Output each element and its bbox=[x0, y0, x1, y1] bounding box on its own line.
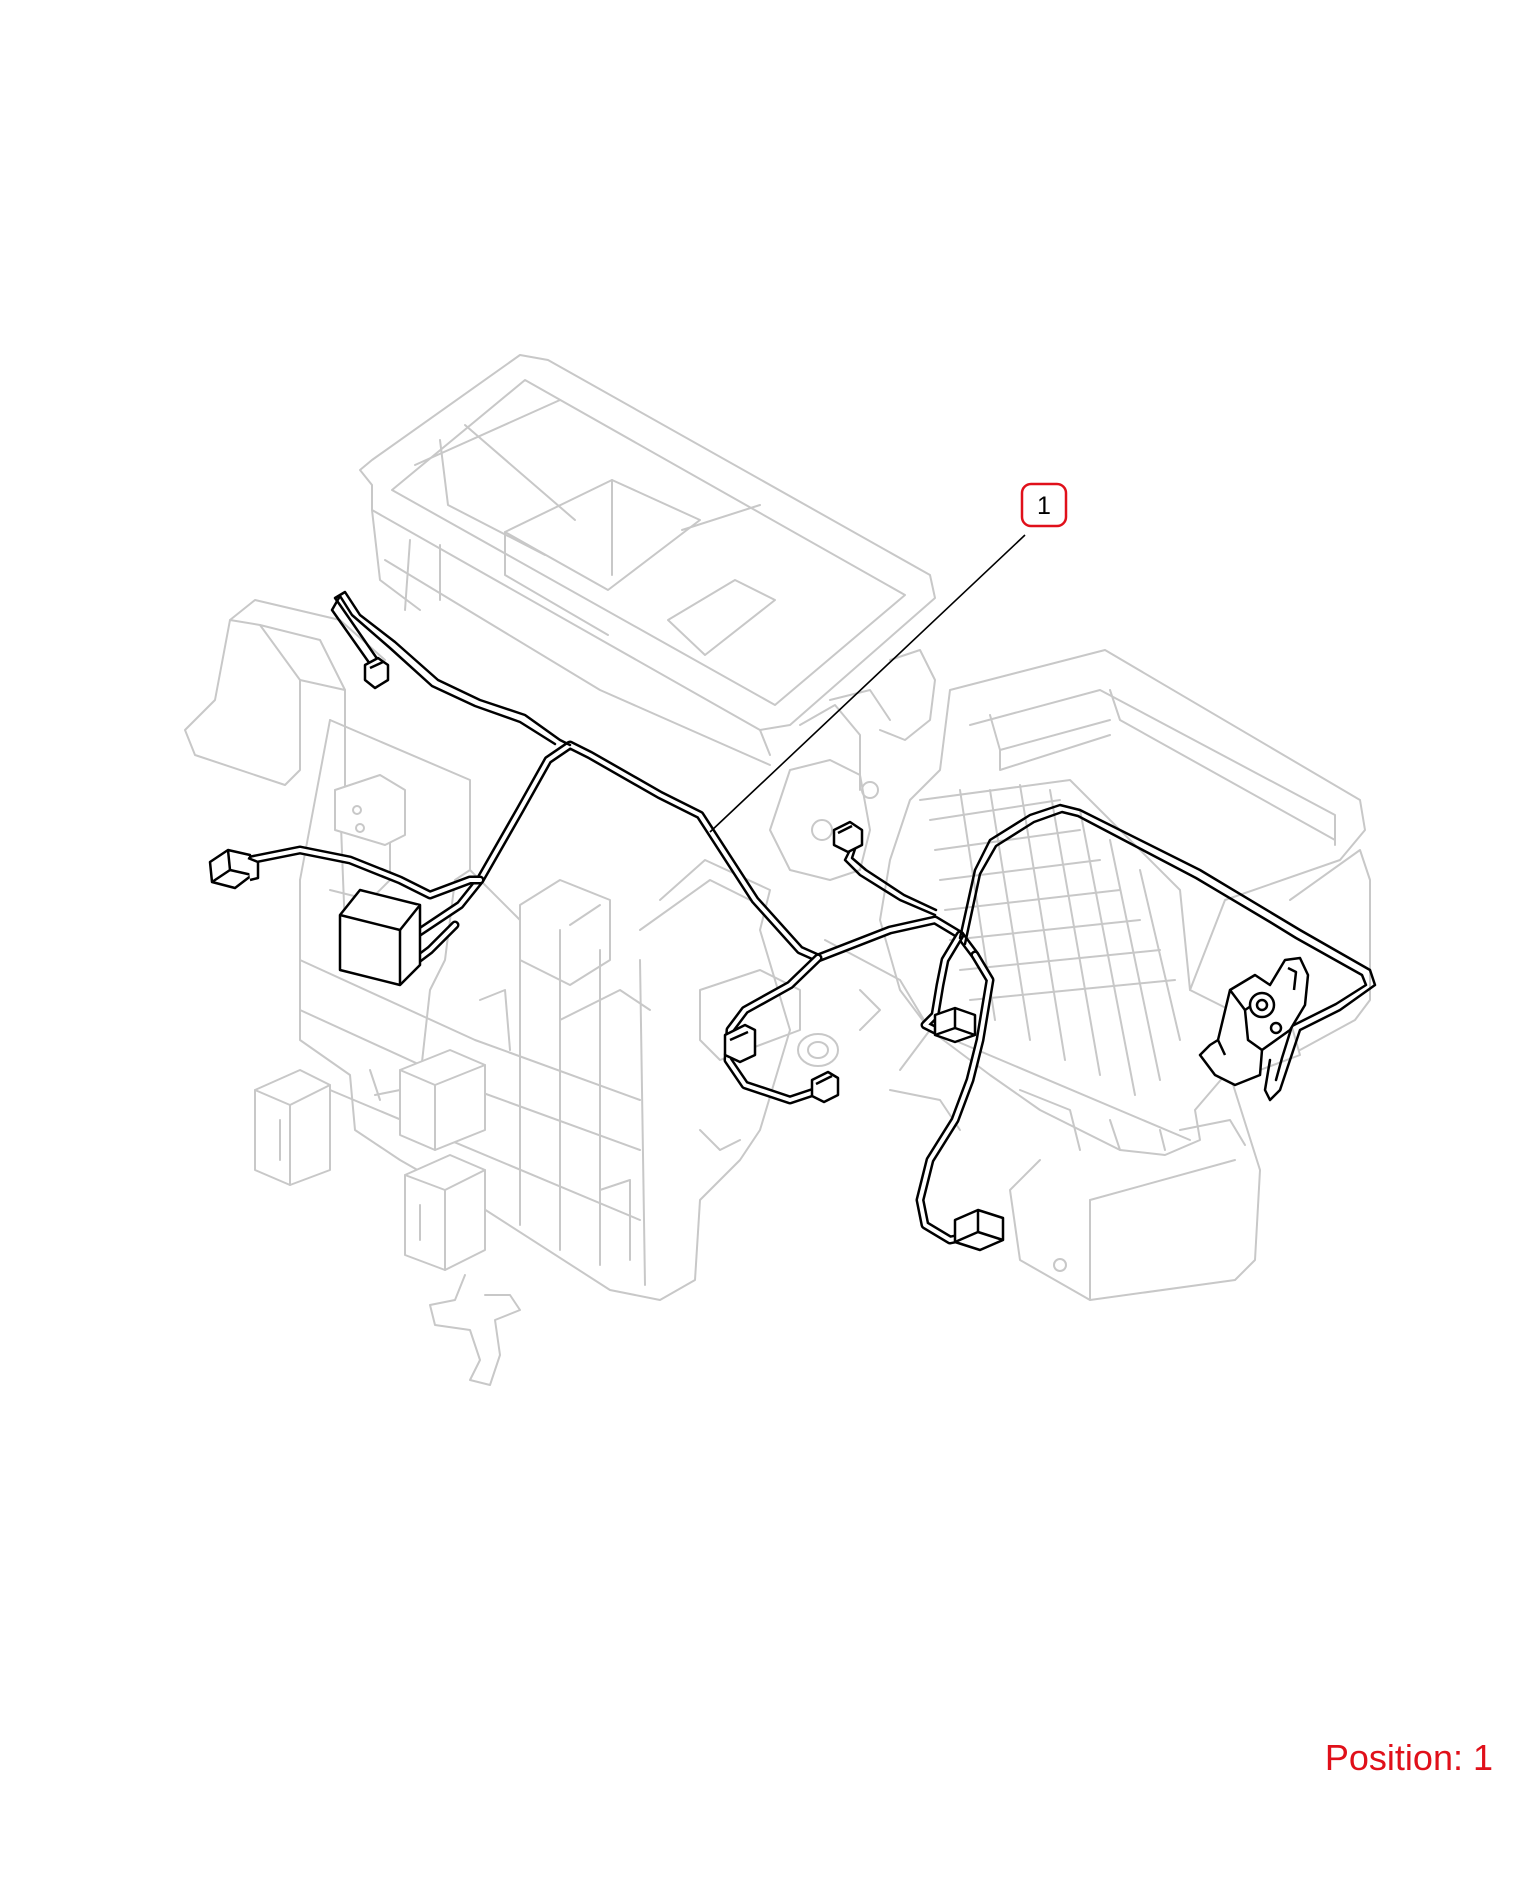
left-inlet-housing bbox=[184, 599, 386, 801]
connector-center-top bbox=[832, 820, 864, 854]
callout-1[interactable]: 1 bbox=[709, 482, 1068, 833]
lower-outlet-boxes bbox=[254, 1049, 521, 1386]
connector-lower-mid-b bbox=[810, 1070, 840, 1104]
connector-grille bbox=[933, 1006, 977, 1044]
connector-left bbox=[208, 848, 260, 890]
harness-main-trunk bbox=[397, 740, 980, 963]
harness-lead-center bbox=[843, 848, 937, 917]
blower-housing bbox=[879, 649, 1366, 1156]
harness-branch-actuator bbox=[958, 803, 1377, 1102]
callout-number: 1 bbox=[1037, 492, 1051, 520]
filter-box bbox=[1009, 849, 1371, 1301]
evaporator-section bbox=[699, 649, 961, 1151]
connector-bottom bbox=[953, 1208, 1005, 1252]
connector-top-left bbox=[363, 656, 390, 690]
actuator-motor bbox=[1198, 956, 1310, 1087]
connector-lower-mid-a bbox=[723, 1023, 757, 1064]
callout-leader bbox=[709, 534, 1026, 833]
relay-block bbox=[338, 888, 422, 987]
harness-connectors bbox=[208, 656, 1310, 1252]
position-label: Position: 1 bbox=[1324, 1737, 1493, 1778]
air-outlet-duct bbox=[359, 354, 936, 791]
callout-marker bbox=[1020, 482, 1068, 528]
heater-core-body bbox=[299, 719, 791, 1301]
hvac-unit-outline bbox=[184, 354, 1371, 1386]
